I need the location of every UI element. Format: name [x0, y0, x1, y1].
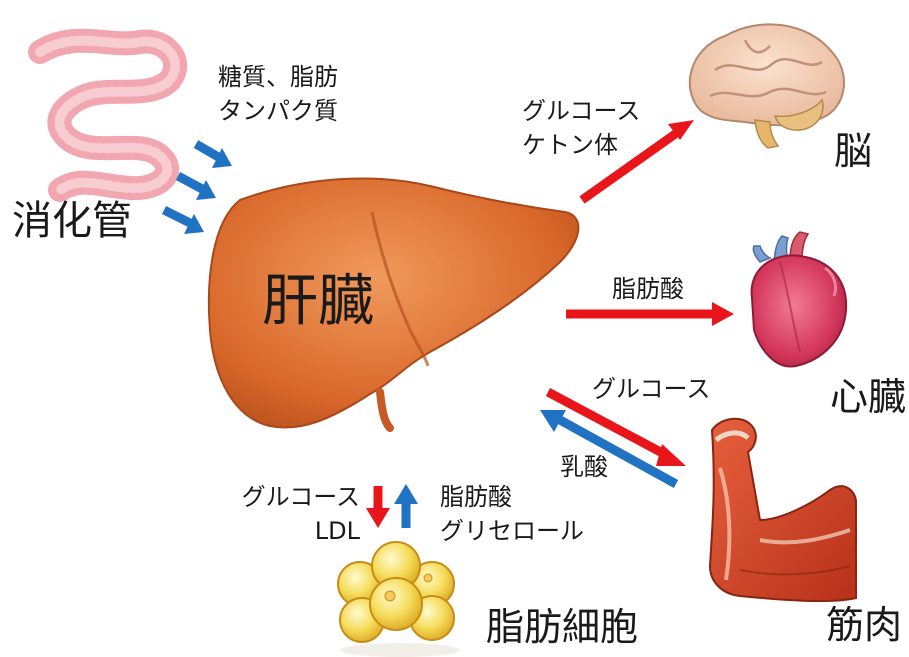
brain-icon — [690, 24, 844, 148]
liver-label: 肝臓 — [262, 270, 374, 334]
muscle-in-label: 乳酸 — [560, 454, 608, 482]
liver-to-heart-arrow — [566, 302, 734, 326]
adipose-in-line2: グリセロール — [440, 518, 584, 546]
heart-flow-label: 脂肪酸 — [612, 276, 684, 304]
brain-label: 脳 — [834, 130, 872, 174]
adipose-in-line1: 脂肪酸 — [440, 484, 512, 512]
adipose-to-liver-arrow — [394, 484, 418, 528]
muscle-label: 筋肉 — [826, 604, 902, 648]
adipose-label: 脂肪細胞 — [486, 606, 638, 650]
brain-flow-line1: グルコース — [522, 98, 640, 126]
gut-input-line2: タンパク質 — [218, 98, 338, 126]
gut-label: 消化管 — [12, 198, 132, 244]
intestine-icon — [40, 41, 175, 190]
adipose-out-line1: グルコース — [190, 484, 360, 512]
fat-cells-icon — [338, 542, 460, 657]
heart-icon — [752, 232, 847, 367]
liver-to-adipose-arrow — [366, 486, 390, 528]
arm-muscle-icon — [710, 419, 856, 601]
brain-flow-line2: ケトン体 — [522, 132, 618, 160]
adipose-out-line2: LDL — [190, 518, 360, 546]
heart-label: 心臓 — [830, 376, 906, 420]
gut-input-line1: 糖質、脂肪 — [218, 64, 338, 92]
muscle-out-label: グルコース — [592, 376, 710, 404]
